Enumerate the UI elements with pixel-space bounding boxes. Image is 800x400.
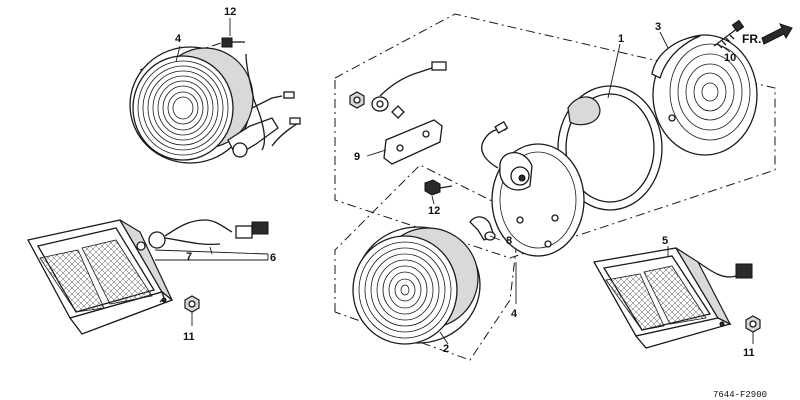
bolt-12-upper-left <box>221 37 245 48</box>
callout-8: 8 <box>506 235 512 247</box>
nut-11-right <box>745 315 761 333</box>
front-direction-arrow <box>761 23 793 45</box>
callout-11-right: 11 <box>743 347 755 359</box>
leader-lines <box>154 18 754 345</box>
callout-3: 3 <box>655 21 661 33</box>
bracket-plate-9 <box>383 119 443 165</box>
callout-6: 6 <box>270 252 276 264</box>
screw-10 <box>713 19 745 49</box>
headlight-upper-left <box>129 46 301 164</box>
headlight-housing-rim <box>557 85 663 211</box>
callout-12-center: 12 <box>428 205 440 217</box>
callout-9: 9 <box>354 151 360 163</box>
headlight-body-case <box>481 121 585 257</box>
callout-12-upper: 12 <box>224 6 236 18</box>
callout-4-center: 4 <box>511 308 518 320</box>
nut-11-left <box>184 295 200 313</box>
callout-10: 10 <box>724 52 736 64</box>
callout-2: 2 <box>443 343 449 355</box>
bulb-socket-left <box>136 219 269 251</box>
direction-label: FR. <box>742 32 761 46</box>
callout-11-left: 11 <box>183 331 195 343</box>
callouts: 4 12 1 3 10 9 12 8 7 6 4 5 2 11 11 <box>175 6 755 359</box>
callout-7: 7 <box>186 251 192 263</box>
headlight-lower-center <box>352 226 481 345</box>
callout-5: 5 <box>662 235 668 247</box>
callout-1: 1 <box>618 33 624 45</box>
headlight-lens-3 <box>651 34 758 156</box>
drawing-code: 7644-F2900 <box>713 390 767 400</box>
assembly-outline-main <box>334 13 776 361</box>
rect-lamp-left <box>27 219 174 335</box>
bolt-12-center <box>424 179 453 196</box>
rect-lamp-right <box>592 247 753 349</box>
assembly-outline-left <box>139 39 231 71</box>
callout-4-left: 4 <box>175 33 182 45</box>
nut-washer-set <box>349 61 447 119</box>
